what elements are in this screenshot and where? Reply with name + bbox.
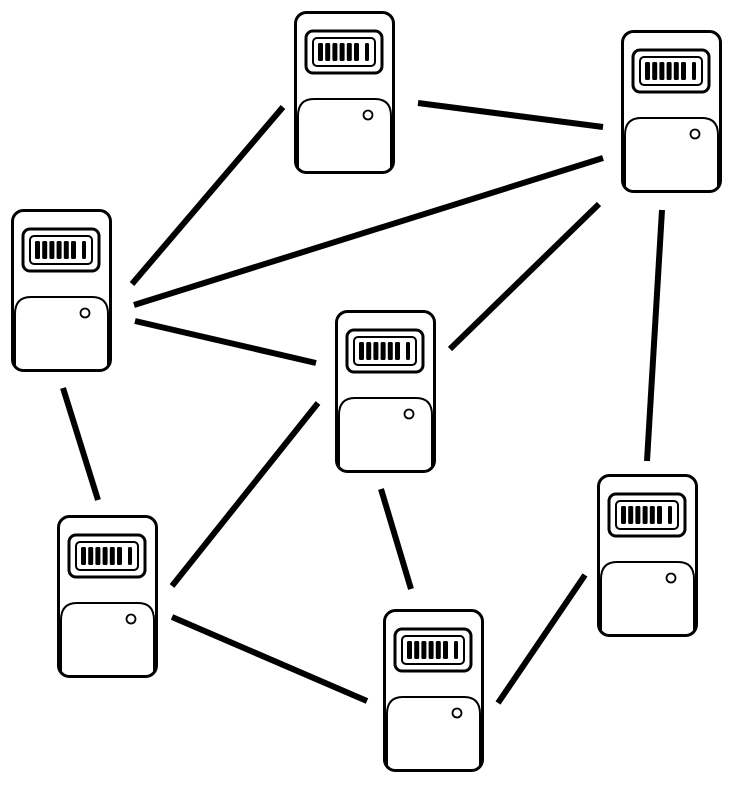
- connection-line-left-to-top-right: [133, 155, 604, 308]
- server-node-right: [597, 474, 698, 637]
- server-lower-panel: [297, 98, 392, 167]
- connection-line-bottom-center-to-right: [495, 573, 588, 705]
- server-node-top-right: [621, 30, 722, 193]
- connection-line-center-to-bottom-center: [378, 488, 414, 590]
- connection-line-top-center-to-left: [129, 105, 286, 286]
- connections-layer: [60, 100, 665, 705]
- power-led-icon: [403, 408, 415, 420]
- server-node-bottom-left: [57, 515, 158, 678]
- connection-line-top-center-to-top-right: [417, 100, 604, 130]
- servers-layer: [11, 11, 722, 772]
- server-drive-bars: [359, 342, 410, 360]
- server-drive-bars: [407, 641, 458, 659]
- connection-line-top-right-to-right: [644, 209, 665, 462]
- connection-line-bottom-left-to-bottom-center: [170, 614, 369, 704]
- connection-line-left-to-bottom-left: [60, 387, 101, 501]
- server-lower-panel: [14, 296, 109, 365]
- server-lower-panel: [600, 561, 695, 630]
- power-led-icon: [79, 307, 91, 319]
- power-led-icon: [451, 707, 463, 719]
- power-led-icon: [665, 572, 677, 584]
- connection-line-left-to-center: [134, 318, 317, 366]
- server-lower-panel: [386, 696, 481, 765]
- server-drive-bars: [35, 241, 86, 259]
- connection-line-center-to-top-right: [447, 201, 602, 352]
- server-drive-bars: [81, 547, 132, 565]
- server-lower-panel: [60, 602, 155, 671]
- power-led-icon: [689, 128, 701, 140]
- server-node-center: [335, 310, 436, 473]
- power-led-icon: [125, 613, 137, 625]
- server-node-top-center: [294, 11, 395, 174]
- server-lower-panel: [338, 397, 433, 466]
- server-drive-bars: [645, 62, 696, 80]
- server-drive-bars: [621, 506, 672, 524]
- server-node-left: [11, 209, 112, 372]
- server-lower-panel: [624, 117, 719, 186]
- connection-line-center-to-bottom-left: [169, 401, 321, 588]
- power-led-icon: [362, 109, 374, 121]
- server-node-bottom-center: [383, 609, 484, 772]
- server-drive-bars: [318, 43, 369, 61]
